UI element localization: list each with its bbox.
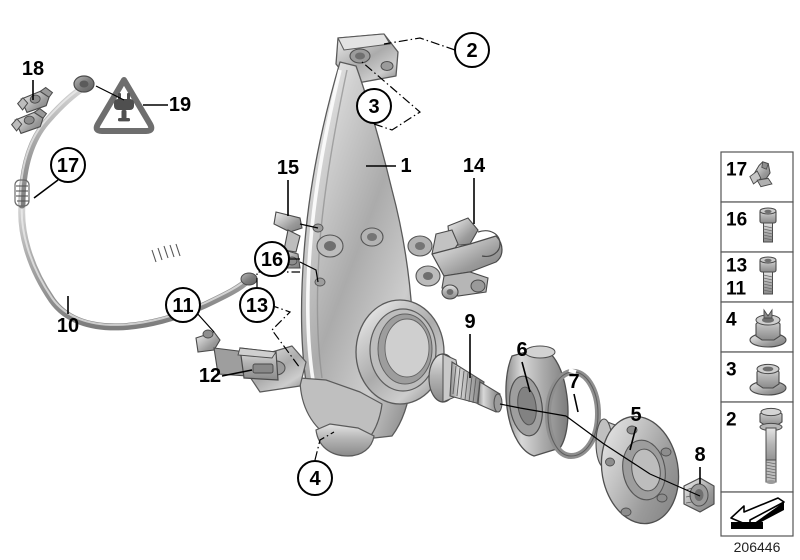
callout-4[interactable]: 4 bbox=[297, 460, 333, 496]
callout-2-label: 2 bbox=[466, 40, 477, 62]
abs-wheel-speed-sensor bbox=[195, 329, 279, 381]
legend-cell-4[interactable]: 4 bbox=[720, 301, 794, 353]
wheel-bearing bbox=[505, 345, 569, 457]
callout-2[interactable]: 2 bbox=[454, 32, 490, 68]
mounting-bracket-14 bbox=[431, 217, 503, 300]
callout-5-label: 5 bbox=[630, 404, 641, 426]
callout-16[interactable]: 16 bbox=[254, 241, 290, 277]
hex-flange-bolt-icon bbox=[759, 407, 783, 484]
flange-nut-tall-icon bbox=[749, 308, 787, 348]
callout-6-label: 6 bbox=[516, 339, 527, 361]
brake-hose-line bbox=[14, 75, 258, 331]
callout-8-label: 8 bbox=[694, 444, 705, 466]
splined-stub-axle bbox=[428, 353, 503, 413]
arrow-direction-icon bbox=[730, 497, 785, 529]
callout-15-label: 15 bbox=[277, 157, 299, 179]
legend-cell-17[interactable]: 17 bbox=[720, 151, 794, 203]
callout-10-label: 10 bbox=[57, 315, 79, 337]
legend-cell-17-label: 17 bbox=[726, 160, 747, 181]
legend-cell-13-11[interactable]: 13 11 bbox=[720, 251, 794, 303]
callout-11[interactable]: 11 bbox=[165, 287, 201, 323]
callout-markers: 2 3 1 14 15 16 17 18 19 10 11 12 13 bbox=[22, 32, 706, 496]
callout-14-label: 14 bbox=[463, 155, 486, 177]
callout-4-label: 4 bbox=[309, 468, 321, 490]
circlip bbox=[544, 368, 602, 460]
flange-nut-icon bbox=[749, 363, 787, 396]
callout-17-label: 17 bbox=[57, 155, 79, 177]
retaining-clip-icon bbox=[749, 161, 773, 188]
callout-1-label: 1 bbox=[400, 155, 411, 177]
wheel-hub-flange bbox=[595, 415, 680, 525]
legend-cell-11-label: 11 bbox=[726, 279, 747, 300]
legend-cell-2[interactable]: 2 bbox=[720, 401, 794, 493]
legend-cell-2-label: 2 bbox=[726, 410, 737, 431]
callout-3[interactable]: 3 bbox=[356, 88, 392, 124]
callout-11-label: 11 bbox=[172, 295, 193, 317]
legend-cell-3-label: 3 bbox=[726, 360, 737, 381]
electrical-plug-warning-triangle-icon bbox=[93, 77, 155, 134]
callout-3-label: 3 bbox=[368, 96, 379, 118]
legend-cell-4-label: 4 bbox=[726, 310, 737, 331]
legend-cell-16-label: 16 bbox=[726, 210, 747, 231]
callout-12-label: 12 bbox=[199, 365, 221, 387]
callout-16-label: 16 bbox=[261, 249, 283, 271]
legend-panel: 17 16 bbox=[720, 151, 794, 537]
callout-7-label: 7 bbox=[568, 371, 579, 393]
callout-13-label: 13 bbox=[246, 295, 268, 317]
callout-17[interactable]: 17 bbox=[50, 147, 86, 183]
callout-18-label: 18 bbox=[22, 58, 44, 80]
legend-cell-3[interactable]: 3 bbox=[720, 351, 794, 403]
socket-head-bolt-icon bbox=[759, 207, 777, 243]
leader-lines bbox=[32, 37, 701, 484]
callout-9-label: 9 bbox=[464, 311, 475, 333]
callout-19-label: 19 bbox=[169, 94, 191, 116]
legend-cell-16[interactable]: 16 bbox=[720, 201, 794, 253]
diagram-number: 206446 bbox=[734, 539, 781, 555]
legend-cell-arrow[interactable] bbox=[720, 491, 794, 537]
cable-retaining-clips bbox=[10, 86, 54, 135]
callout-13[interactable]: 13 bbox=[239, 287, 275, 323]
socket-head-bolt-icon bbox=[759, 256, 777, 295]
legend-cell-13-label: 13 bbox=[726, 256, 747, 277]
